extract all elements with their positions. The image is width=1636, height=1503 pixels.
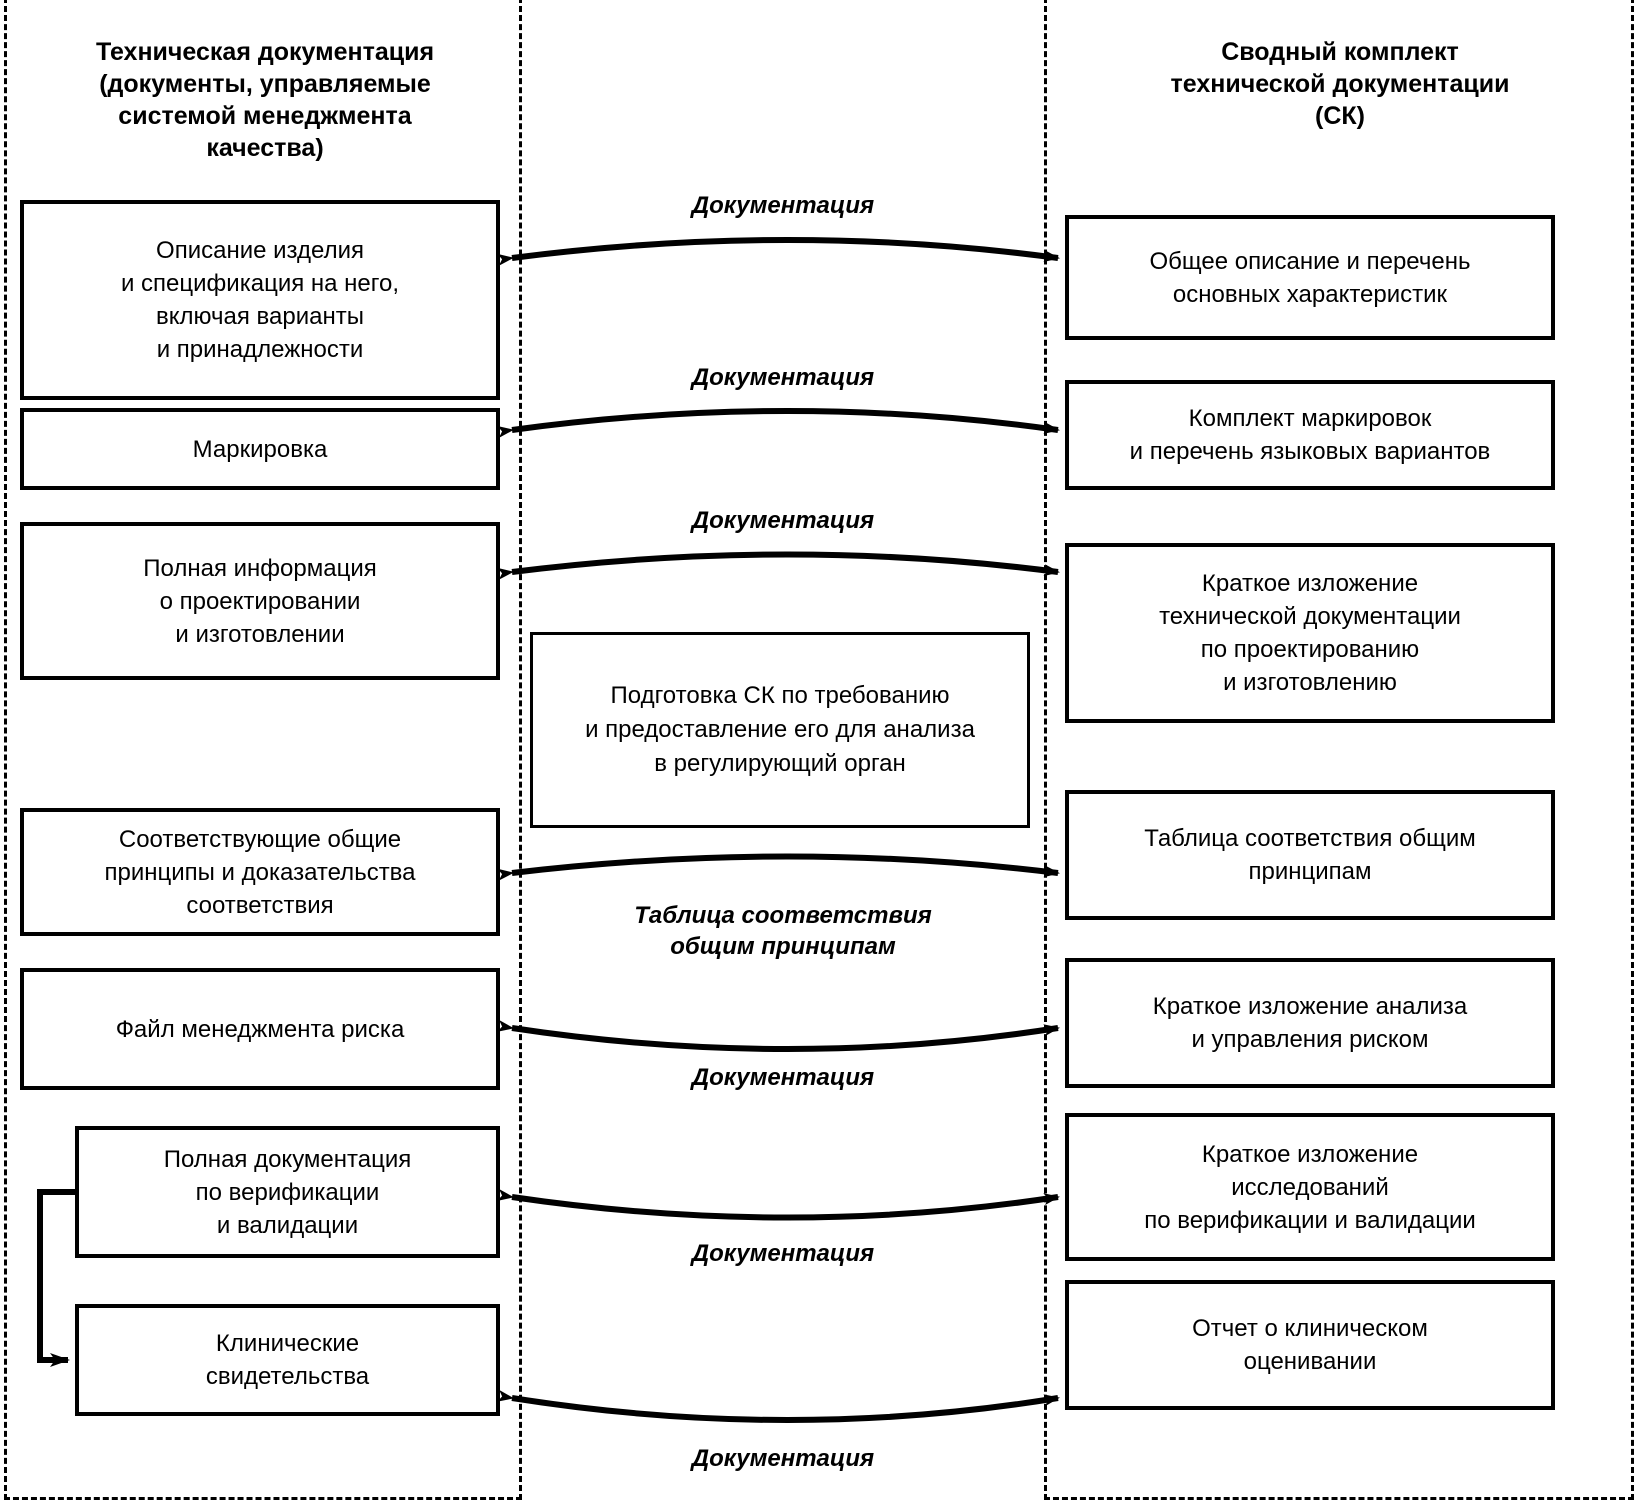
box-verification-summary-line-3: по верификации и валидации [1144,1206,1476,1234]
connector-label-5: Документация [533,1062,1033,1093]
box-design-manufacture-info-line-3: и изготовлении [175,620,345,648]
box-product-description-line-1: Описание изделия [156,237,364,264]
box-sk-preparation-note-line-1: Подготовка СК по требованию [610,682,950,709]
box-design-summary-line-4: и изготовлению [1223,669,1397,696]
connector-label-1: Документация [533,190,1033,221]
connector-label-4-line-2: общим принципам [670,933,896,960]
box-product-description-line-2: и спецификация на него, [120,270,400,297]
box-risk-management-file[interactable]: Файл менеджмента риска [20,968,500,1090]
connector-label-2: Документация [533,362,1033,393]
box-marking-set-line-1: Комплект маркировок [1188,405,1432,432]
connector-arrow-3 [497,551,1060,580]
connector-label-4: Таблица соответствия общим принципам [533,900,1033,962]
connector-arrow-2 [497,408,1060,438]
box-marking-set-line-2: и перечень языковых вариантов [1129,438,1491,465]
box-product-description[interactable]: Описание изделия и спецификация на него,… [20,200,500,400]
box-clinical-report-line-2: оценивании [1243,1348,1377,1375]
connector-arrow-5 [497,1019,1060,1052]
lane-right-title-line-1: Сводный комплект [1221,38,1459,66]
connector-label-3: Документация [533,505,1033,536]
box-risk-summary-line-2: и управления риском [1191,1026,1429,1053]
lane-right-title-line-3: (СК) [1315,102,1365,130]
box-principles-table-line-2: принципам [1248,858,1372,885]
box-clinical-evidence[interactable]: Клинические свидетельства [75,1304,500,1416]
lane-left-title-line-4: качества) [206,134,324,162]
box-general-principles-line-2: принципы и доказательства [104,858,416,886]
box-verification-summary-line-1: Краткое изложение [1201,1140,1419,1168]
connector-arrow-6 [497,1189,1060,1221]
connector-arrow-4 [497,853,1060,881]
box-sk-preparation-note-line-3: в регулирующий орган [654,750,906,777]
connector-arrow-1 [497,237,1060,266]
box-verification-validation-docs-line-1: Полная документация [163,1145,412,1173]
lane-summary-technical-documentation [1044,0,1634,1500]
box-general-description-line-2: основных характеристик [1172,280,1448,308]
box-verification-validation-docs-line-2: по верификации [195,1178,380,1206]
box-risk-summary[interactable]: Краткое изложение анализа и управления р… [1065,958,1555,1088]
box-general-description[interactable]: Общее описание и перечень основных харак… [1065,215,1555,340]
box-clinical-report-line-1: Отчет о клиническом [1192,1315,1428,1342]
box-general-description-line-1: Общее описание и перечень [1149,247,1471,275]
box-design-manufacture-info-line-1: Полная информация [143,554,377,582]
connector-label-6-line-1: Документация [691,1240,875,1267]
connector-label-2-line-1: Документация [691,364,875,391]
lane-technical-documentation [4,0,522,1500]
box-sk-preparation-note-line-2: и предоставление его для анализа [585,716,975,743]
box-product-description-line-4: и принадлежности [156,336,364,363]
connector-label-7-line-1: Документация [691,1445,875,1472]
box-clinical-evidence-line-1: Клинические [215,1330,360,1357]
box-verification-summary[interactable]: Краткое изложение исследований по верифи… [1065,1113,1555,1261]
box-design-summary-line-2: технической документации [1159,603,1461,630]
box-design-manufacture-info[interactable]: Полная информация о проектировании и изг… [20,522,500,680]
box-general-principles-line-1: Соответствующие общие [118,825,402,853]
box-verification-validation-docs-line-3: и валидации [216,1211,359,1239]
box-clinical-evidence-line-2: свидетельства [205,1363,370,1390]
box-principles-table-line-1: Таблица соответствия общим [1144,825,1476,852]
lane-left-title-line-2: (документы, управляемые [99,70,431,98]
lane-left-title-line-3: системой менеджмента [118,102,412,130]
box-risk-summary-line-1: Краткое изложение анализа [1152,993,1468,1020]
box-verification-summary-line-2: исследований [1231,1173,1389,1201]
connector-label-7: Документация [533,1443,1033,1474]
box-general-principles[interactable]: Соответствующие общие принципы и доказат… [20,808,500,936]
lane-right-title-line-2: технической документации [1170,70,1510,98]
box-sk-preparation-note[interactable]: Подготовка СК по требованию и предоставл… [530,632,1030,828]
box-verification-validation-docs[interactable]: Полная документация по верификации и вал… [75,1126,500,1258]
box-principles-table[interactable]: Таблица соответствия общим принципам [1065,790,1555,920]
connector-arrow-7 [497,1389,1060,1423]
lane-left-title: Техническая документация (документы, упр… [30,36,500,164]
box-clinical-report[interactable]: Отчет о клиническом оценивании [1065,1280,1555,1410]
connector-label-5-line-1: Документация [691,1064,875,1091]
box-design-manufacture-info-line-2: о проектировании [159,587,361,615]
connector-label-4-line-1: Таблица соответствия [634,902,932,929]
lane-right-title: Сводный комплект технической документаци… [1060,36,1620,132]
connector-label-6: Документация [533,1238,1033,1269]
connector-label-3-line-1: Документация [691,507,875,534]
connector-label-1-line-1: Документация [691,192,875,219]
box-marking[interactable]: Маркировка [20,408,500,490]
box-design-summary-line-3: по проектированию [1200,636,1420,663]
box-product-description-line-3: включая варианты [156,303,364,330]
box-general-principles-line-3: соответствия [186,891,334,919]
box-marking-line-1: Маркировка [192,435,328,463]
box-risk-management-file-line-1: Файл менеджмента риска [115,1015,405,1043]
lane-left-title-line-1: Техническая документация [95,38,435,66]
box-design-summary-line-1: Краткое изложение [1201,570,1419,597]
box-design-summary[interactable]: Краткое изложение технической документац… [1065,543,1555,723]
box-marking-set[interactable]: Комплект маркировок и перечень языковых … [1065,380,1555,490]
